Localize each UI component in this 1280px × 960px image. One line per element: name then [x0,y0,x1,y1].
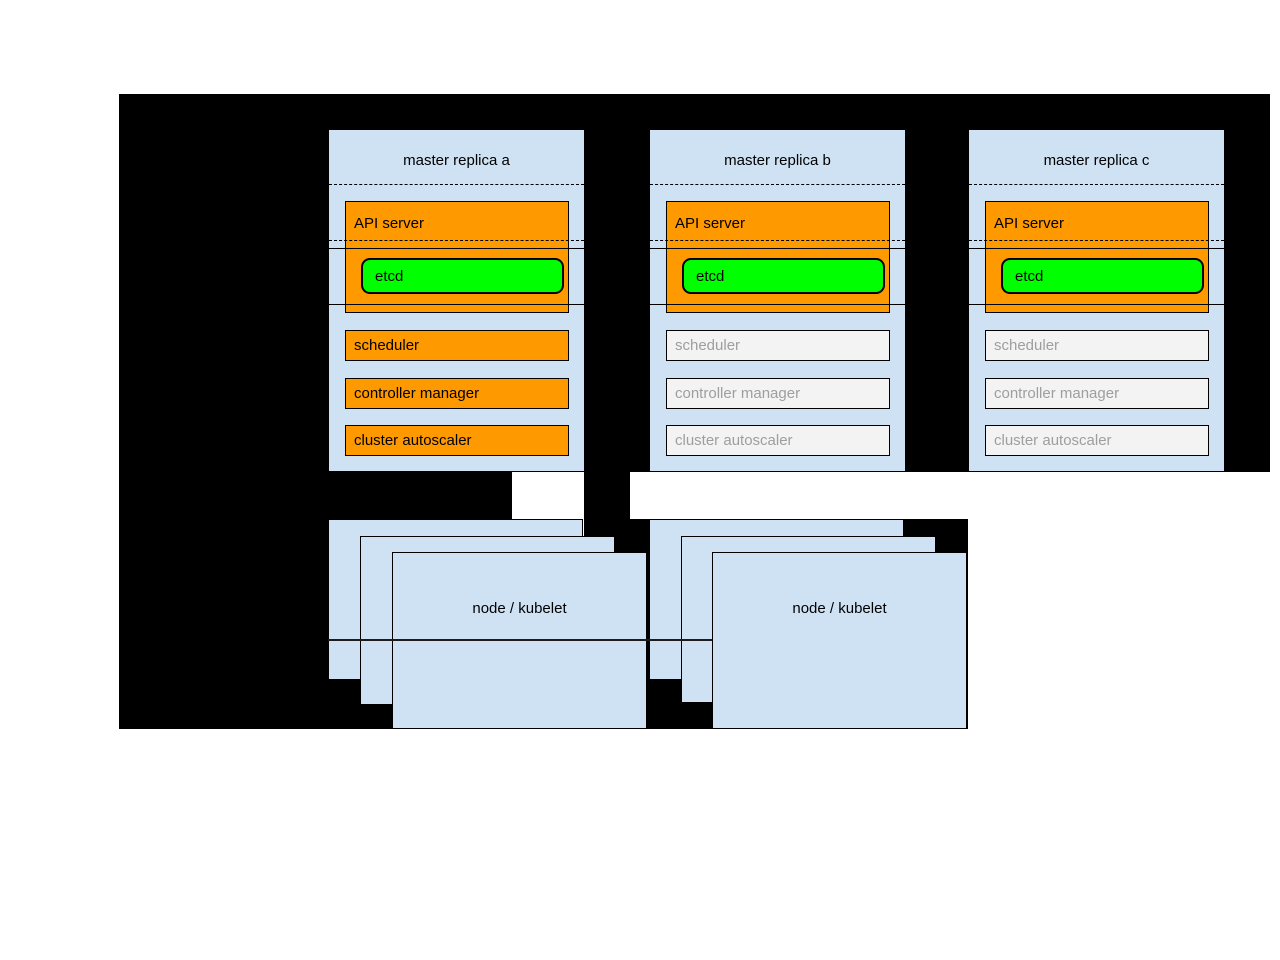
scheduler-box: scheduler [345,330,569,361]
divider-solid-upper [969,248,1224,249]
divider-solid-lower [969,304,1224,305]
divider-solid-lower [650,304,905,305]
cluster-autoscaler-box: cluster autoscaler [985,425,1209,456]
divider-dashed-top [329,184,584,185]
divider-solid-upper [650,248,905,249]
master-replica-c-box: master replica c API server etcd schedul… [968,129,1225,472]
api-server-box: API server [345,201,569,313]
node-connector-line [328,639,712,641]
divider-solid-lower [329,304,584,305]
etcd-box: etcd [1001,258,1204,294]
etcd-box: etcd [361,258,564,294]
divider-dashed-mid [329,240,584,241]
replica-title: master replica c [1043,152,1150,169]
scheduler-box: scheduler [985,330,1209,361]
divider-solid-upper [329,248,584,249]
replica-title: master replica b [724,152,831,169]
divider-dashed-mid [969,240,1224,241]
controller-manager-box: controller manager [345,378,569,409]
api-server-label: API server [994,215,1065,232]
master-replica-b-box: master replica b API server etcd schedul… [649,129,906,472]
replica-title: master replica a [403,152,510,169]
controller-manager-box: controller manager [985,378,1209,409]
scheduler-box: scheduler [666,330,890,361]
api-server-box: API server [666,201,890,313]
divider-dashed-top [969,184,1224,185]
api-server-label: API server [354,215,425,232]
etcd-box: etcd [682,258,885,294]
master-replica-a-box: master replica a API server etcd schedul… [328,129,585,472]
api-server-label: API server [675,215,746,232]
controller-manager-box: controller manager [666,378,890,409]
node-kubelet-label: node / kubelet [472,600,567,617]
divider-dashed-mid [650,240,905,241]
background-panel-notch [584,472,630,519]
cluster-autoscaler-box: cluster autoscaler [345,425,569,456]
api-server-box: API server [985,201,1209,313]
node-stack-right-front: node / kubelet [712,552,967,729]
cluster-autoscaler-box: cluster autoscaler [666,425,890,456]
node-kubelet-label: node / kubelet [792,600,887,617]
divider-dashed-top [650,184,905,185]
